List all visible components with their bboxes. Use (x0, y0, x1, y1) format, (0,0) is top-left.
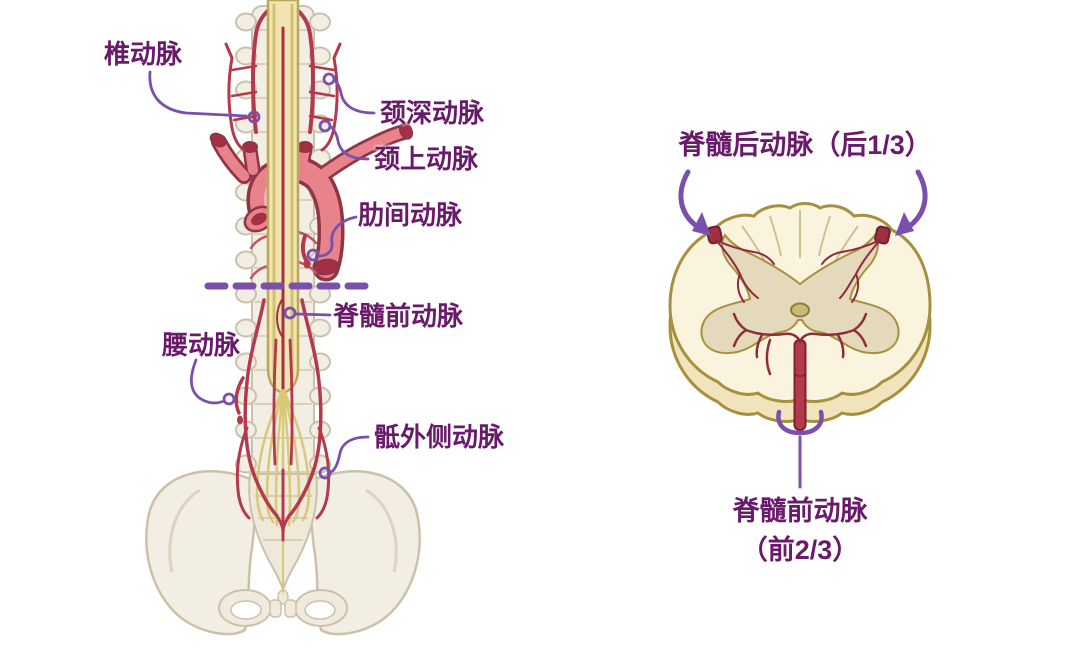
deep-cervical-left (224, 42, 246, 152)
leader-vertebral (148, 70, 248, 118)
sacral-convergence (275, 468, 291, 542)
asa-loop (276, 297, 284, 339)
leader-deep-cervical (332, 78, 376, 115)
arrow-posterior-right (904, 169, 928, 231)
iliac-shading-right (365, 488, 398, 573)
leader-anterior-spinal (294, 312, 332, 317)
posterior-spinal-arteries (706, 225, 891, 303)
label-posterior-spinal-artery: 脊髓后动脉（后1/3） (678, 130, 932, 160)
label-lateral-sacral-artery: 骶外侧动脉 (374, 422, 505, 452)
leader-lumbar (189, 358, 226, 405)
cauda-arteries (272, 338, 294, 466)
ascending-aorta-lumen (251, 212, 267, 226)
lateral-sacral-artery-left (235, 426, 251, 520)
asa-cradle-arc (776, 409, 824, 436)
cross-section-figure (668, 169, 932, 489)
arrowhead-posterior-right (895, 212, 914, 236)
arrow-posterior-left (678, 169, 702, 231)
leader-curl-vertebral (247, 110, 261, 124)
iliac-shading-left (168, 488, 201, 573)
spine-figure (145, 0, 421, 636)
leader-curl-superior-cervical (318, 119, 332, 133)
label-deep-cervical-artery: 颈深动脉 (380, 98, 485, 128)
arrowhead-posterior-left (692, 212, 711, 236)
posterior-spinal-artery-right (874, 225, 891, 245)
descending-branch-right (287, 298, 323, 518)
label-vertebral-artery: 椎动脉 (104, 39, 183, 69)
leader-curl-lumbar (222, 392, 236, 406)
intercostal-stub (300, 234, 308, 262)
aortic-arch (249, 159, 342, 278)
leader-superior-cervical (328, 124, 370, 161)
asa-trunk (793, 339, 807, 431)
posterior-sulci (741, 210, 859, 263)
aorta (209, 122, 414, 282)
lumbar-artery-stub (234, 376, 245, 415)
leader-curl-deep-cervical (322, 72, 336, 86)
cervical-anastomoses (230, 64, 336, 122)
obturator-hole-left (230, 600, 262, 620)
leader-curl-anterior-spinal (283, 306, 297, 320)
label-superior-cervical-artery: 颈上动脉 (374, 144, 479, 174)
label-anterior-spinal-artery: 脊髓前动脉 (333, 301, 464, 331)
arch-branch-right (312, 126, 410, 184)
posterior-spinal-artery-left (706, 225, 723, 245)
asa-segment-line (794, 373, 806, 377)
pubic-symphysis-left (269, 599, 282, 618)
asa-branches (732, 312, 868, 376)
central-canal (790, 302, 810, 318)
label-lumbar-artery: 腰动脉 (162, 330, 241, 360)
anterior-spinal-artery-section (732, 312, 868, 431)
obturator-hole-right (304, 600, 336, 620)
cord-stripes (272, 4, 294, 378)
section-annotations (678, 169, 928, 489)
descending-aorta-cut (312, 258, 340, 276)
leader-lateral-sacral (329, 435, 370, 474)
gray-matter (700, 233, 900, 355)
spinal-arteries (234, 26, 331, 542)
leader-curl-lateral-sacral (318, 466, 332, 480)
label-anterior-spinal-line2: （前2/3） (740, 535, 860, 566)
psa-branches (715, 239, 881, 303)
pubic-symphysis-right (284, 599, 297, 618)
leader-intercostal (317, 215, 358, 258)
descending-branch-left (243, 298, 279, 518)
label-anterior-spinal-artery-section: 脊髓前动脉 （前2/3） (697, 492, 903, 570)
leader-lines (148, 70, 376, 480)
leader-curl-intercostal (306, 248, 320, 262)
label-anterior-spinal-line1: 脊髓前动脉 (732, 496, 868, 526)
label-intercostal-artery: 肋间动脉 (358, 200, 463, 230)
lateral-sacral-artery-right (315, 426, 331, 520)
